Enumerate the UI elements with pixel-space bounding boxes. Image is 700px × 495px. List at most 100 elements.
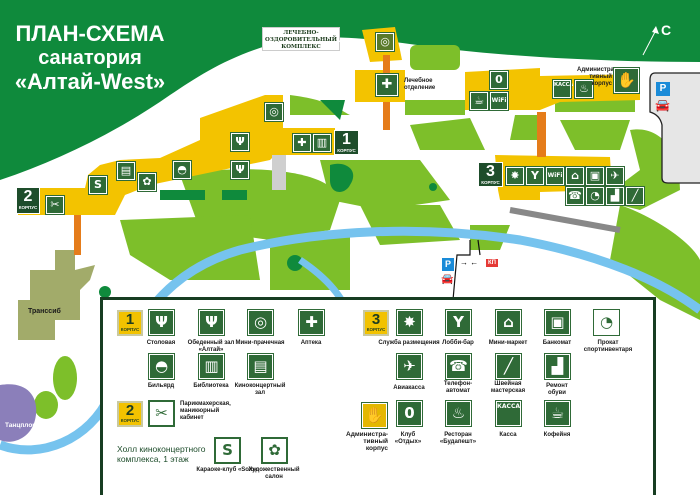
wifi-icon[interactable]: WiFi [489,91,509,111]
restaurant-icon: ♨ [445,400,472,427]
legend-label: Мини-прачечная [235,340,285,346]
admin-icon[interactable]: ✋ [613,67,640,94]
legend-admin-label: Администра-тивный корпус [346,431,389,452]
arrow-right-icon: ➜ [338,34,349,48]
legend-label: Швейная мастерская [490,381,526,394]
karaoke-icon[interactable]: S [88,175,108,195]
legend-label: Библиотека [193,383,229,389]
tailor-icon[interactable]: ╱ [625,186,645,206]
legend-label: Касса [499,432,517,438]
dining-hall-icon[interactable]: Ψ [230,160,250,180]
legend-label: Столовая [146,340,176,346]
parking-icon[interactable]: P [442,258,454,271]
library-icon[interactable]: ▥ [312,133,332,153]
pharmacy-icon: ✚ [298,309,325,336]
checkpoint-icon[interactable]: КП [486,259,498,267]
restaurant-icon[interactable]: ♨ [574,79,594,99]
badge-word: КОРПУС [120,418,140,423]
tailor-icon: ╱ [495,353,522,380]
arrow-icon: → ← [460,258,479,267]
library-icon: ▥ [198,353,225,380]
legend-label: Ресторан «Будапешт» [439,432,477,445]
north-label: С [661,22,672,38]
page-title: ПЛАН-СХЕМА санатория «Алтай-West» [10,22,170,94]
parking-icon[interactable]: P [656,82,670,96]
laundry-icon: ◎ [247,309,274,336]
treatment-dept-icon[interactable]: ✚ [375,73,399,97]
north-arrow [642,26,659,56]
legend-label: Киноконцертный зал [234,383,286,396]
legend-label: Караоке-клуб «Solo» [196,467,258,473]
dining-icon[interactable]: Ψ [230,132,250,152]
legend-label: Аптека [300,340,322,346]
sport-rental-icon[interactable]: ◔ [585,186,605,206]
badge-number: 1 [125,311,135,328]
wifi-icon[interactable]: WiFi [545,166,565,186]
badge-word: КОРПУС [18,205,38,210]
legend-label: Лобби-бар [442,340,474,346]
club-icon[interactable]: 0 [489,70,509,90]
legend-label: Парикмахерская, маникюрный кабинет [180,401,231,421]
badge-number: 2 [23,188,33,205]
billiards-icon: ◓ [148,353,175,380]
art-salon-icon: ✿ [261,437,288,464]
payphone-icon: ☎ [445,353,472,380]
lobby-bar-icon: Y [445,309,472,336]
shoe-repair-icon: ▟ [544,353,571,380]
payphone-icon[interactable]: ☎ [565,186,585,206]
dining-hall-icon: Ψ [198,309,225,336]
dance-floor-label: Танцплощадка [5,422,53,429]
coffee-icon: ☕ [544,400,571,427]
admin-icon: ✋ [361,402,388,429]
badge-word: КОРПУС [366,327,386,332]
coffee-icon[interactable]: ☕ [469,91,489,111]
title-line1: ПЛАН-СХЕМА [15,21,165,46]
hairdresser-icon[interactable]: ✂ [45,195,65,215]
cashier-icon: КАССА [495,400,522,427]
lobby-bar-icon[interactable]: Y [525,166,545,186]
minimarket-icon[interactable]: ⌂ [565,166,585,186]
cinema-icon: ▤ [247,353,274,380]
admin-building-label: Администра-тивный корпус [577,67,616,87]
health-complex-icon[interactable]: ◎ [375,32,395,52]
access-road [452,239,481,301]
connectors [74,55,546,255]
legend-label: Служба размещения [378,340,440,346]
title-line3: «Алтай-West» [14,69,166,94]
art-salon-icon[interactable]: ✿ [137,172,157,192]
atm-icon[interactable]: ▣ [585,166,605,186]
legend-label: Телефон-автомат [443,381,473,394]
cinema-icon[interactable]: ▤ [116,161,136,181]
hall-title: Холл киноконцертного комплекса, 1 этаж [117,444,206,464]
legend-label: Кофейня [543,432,571,438]
reception-icon: ✸ [396,309,423,336]
legend-label: Ремонт обуви [546,383,568,396]
cashier-icon[interactable]: КАССА [552,79,573,99]
forest-area [0,0,700,180]
treatment-dept-label: Лечебное отделение [404,78,436,91]
legend-label: Банкомат [542,340,572,346]
atm-icon: ▣ [544,309,571,336]
reception-icon[interactable]: ✸ [505,166,525,186]
billiards-icon[interactable]: ◓ [172,160,192,180]
pharmacy-icon[interactable]: ✚ [292,133,312,153]
laundry-icon[interactable]: ◎ [264,102,284,122]
shoe-repair-icon[interactable]: ▟ [605,186,625,206]
legend-label: Клуб «Отдых» [394,432,422,445]
badge-number: 3 [486,163,495,180]
hairdresser-icon: ✂ [148,400,175,427]
badge-word: КОРПУС [337,148,356,153]
air-tickets-icon[interactable]: ✈ [605,166,625,186]
badge-number: 3 [371,311,381,328]
legend-label: Авиакасса [393,385,425,391]
car-icon: 🚘 [441,274,454,285]
sport-rental-icon: ◔ [593,309,620,336]
canteen-icon: Ψ [148,309,175,336]
